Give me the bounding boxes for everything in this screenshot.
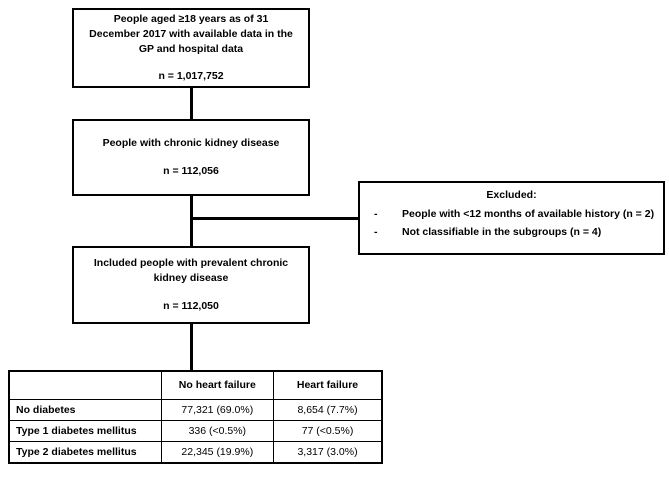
included-count: n = 112,050 xyxy=(163,299,219,312)
table-header-no-heart-failure: No heart failure xyxy=(160,370,275,400)
subgroup-summary-table: No heart failure Heart failure No diabet… xyxy=(7,370,384,464)
table-header-row: No heart failure Heart failure xyxy=(7,370,384,400)
ckd-count: n = 112,056 xyxy=(163,164,219,177)
excluded-title: Excluded: xyxy=(486,189,537,201)
flow-box-excluded: Excluded: - People with <12 months of av… xyxy=(358,181,665,255)
table-cell-type-2-no-heart-failure: 22,345 (19.9%) xyxy=(160,440,275,464)
excluded-item-bullet: - xyxy=(374,226,378,238)
source-cohort-description: People aged ≥18 years as of 31 December … xyxy=(89,12,293,55)
source-cohort-count: n = 1,017,752 xyxy=(158,70,224,83)
table-row: No diabetes 77,321 (69.0%) 8,654 (7.7%) xyxy=(7,398,384,421)
connector-branch-to-excluded xyxy=(190,217,360,220)
excluded-item: - People with <12 months of available hi… xyxy=(368,208,655,220)
excluded-item-bullet: - xyxy=(374,208,378,220)
ckd-description: People with chronic kidney disease xyxy=(102,137,280,150)
table-rowhead-type-1-diabetes: Type 1 diabetes mellitus xyxy=(7,419,162,442)
table-cell-type-1-no-heart-failure: 336 (<0.5%) xyxy=(160,419,275,442)
excluded-item-text: Not classifiable in the subgroups (n = 4… xyxy=(402,226,602,238)
connector-ckd-to-included xyxy=(190,196,193,248)
connector-cohort-to-ckd xyxy=(190,88,193,120)
excluded-item-text: People with <12 months of available hist… xyxy=(402,208,655,220)
table-rowhead-type-2-diabetes: Type 2 diabetes mellitus xyxy=(7,440,162,464)
table-cell-type-1-heart-failure: 77 (<0.5%) xyxy=(273,419,384,442)
table-cell-type-2-heart-failure: 3,317 (3.0%) xyxy=(273,440,384,464)
table-corner-header xyxy=(7,370,162,400)
table-cell-no-diabetes-no-heart-failure: 77,321 (69.0%) xyxy=(160,398,275,421)
table-row: Type 1 diabetes mellitus 336 (<0.5%) 77 … xyxy=(7,419,384,442)
excluded-item: - Not classifiable in the subgroups (n =… xyxy=(368,226,655,238)
flow-box-source-cohort: People aged ≥18 years as of 31 December … xyxy=(72,8,310,88)
table-header-heart-failure: Heart failure xyxy=(273,370,384,400)
flow-box-included-cohort: Included people with prevalent chronic k… xyxy=(72,246,310,324)
table-row: Type 2 diabetes mellitus 22,345 (19.9%) … xyxy=(7,440,384,464)
flow-box-chronic-kidney-disease: People with chronic kidney disease n = 1… xyxy=(72,119,310,196)
included-description: Included people with prevalent chronic k… xyxy=(93,257,289,285)
table-rowhead-no-diabetes: No diabetes xyxy=(7,398,162,421)
connector-included-to-table xyxy=(190,324,193,371)
table-cell-no-diabetes-heart-failure: 8,654 (7.7%) xyxy=(273,398,384,421)
